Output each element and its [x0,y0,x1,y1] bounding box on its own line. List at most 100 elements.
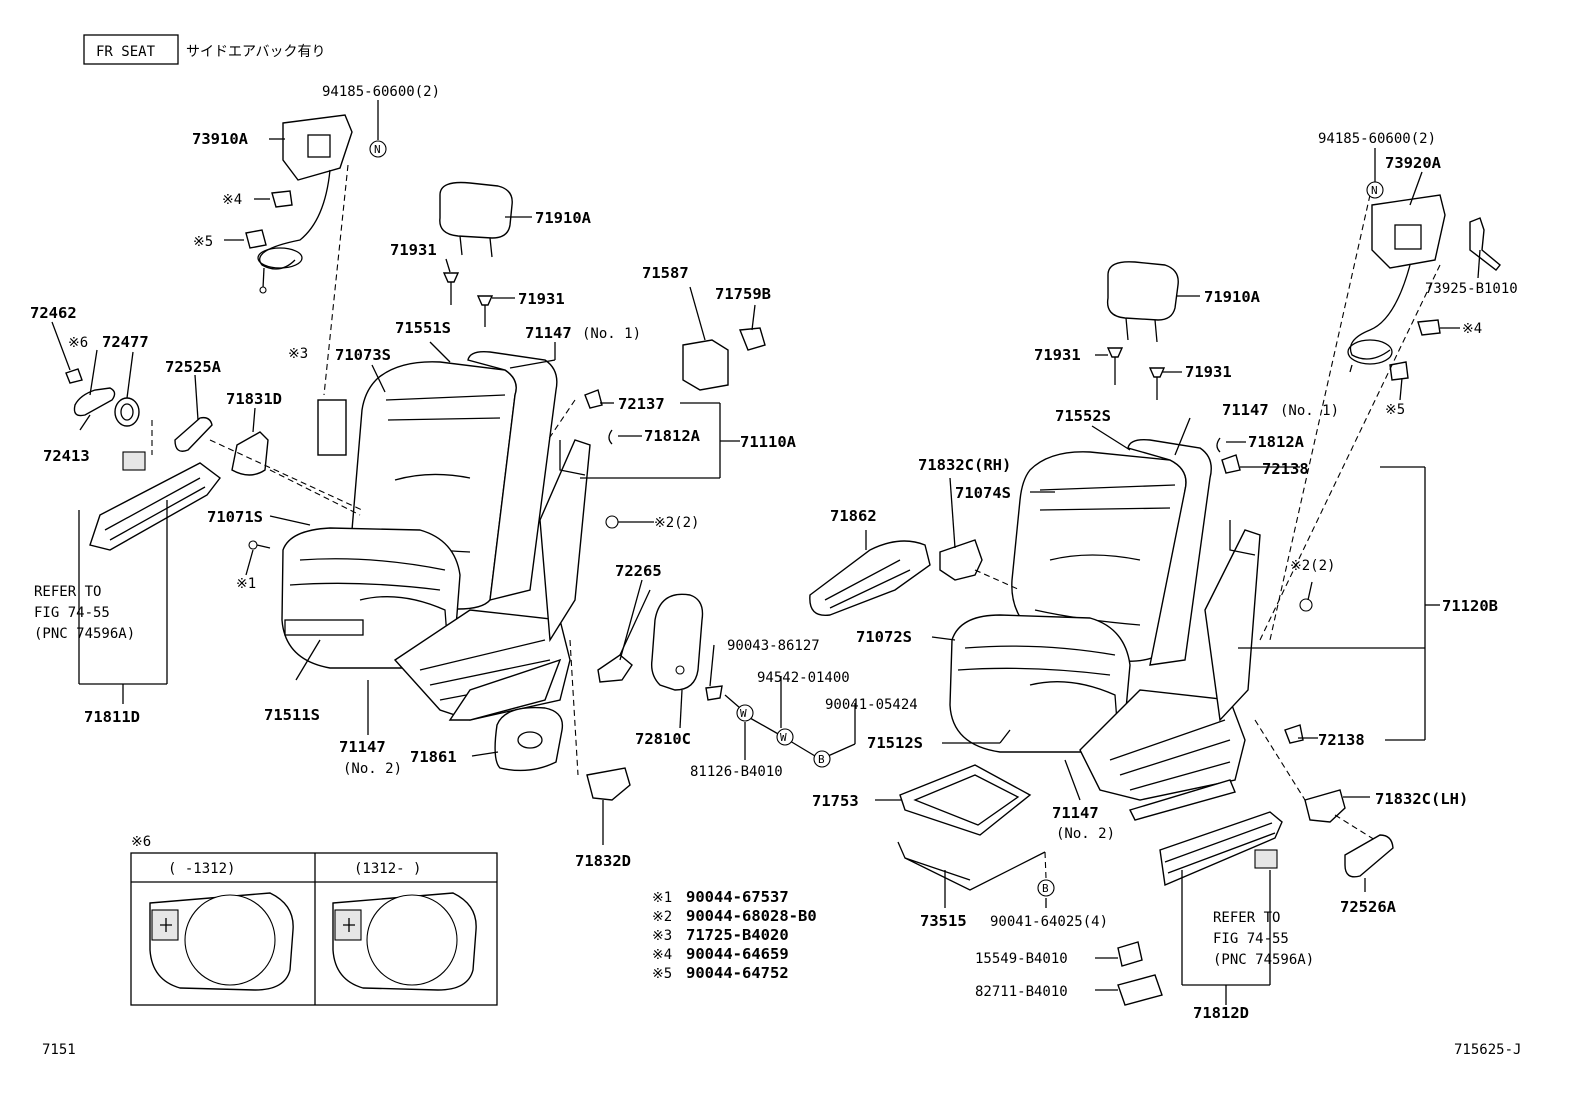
left-seat-graphics [65,114,766,801]
label-71910A-right: 71910A [1204,288,1261,306]
label-72137: 72137 [618,395,665,413]
mark-b-left [813,750,831,768]
label-71831D: 71831D [226,390,282,408]
headrest-right [1106,261,1179,321]
legend-part-1: 90044-67537 [686,888,789,906]
tray-71753 [899,764,1032,836]
footer-right-code: 715625-J [1454,1042,1521,1058]
label-72138-right-a: 72138 [1262,460,1309,478]
footer-left-code: 7151 [42,1042,76,1058]
footer: 7151 715625-J [42,1042,1521,1058]
label-71552S: 71552S [1055,407,1111,425]
label-71931-right-a: 71931 [1034,346,1081,364]
label-71074S: 71074S [955,484,1011,502]
legend-mark-1: ※1 [652,890,672,906]
right-seat-graphics [809,194,1501,1006]
label-refer1-right: REFER TO [1213,910,1280,926]
legend: ※1 90044-67537 ※2 90044-68028-B0 ※3 7172… [652,888,817,982]
label-71812D: 71812D [1193,1004,1249,1022]
header-box-label: FR SEAT [96,44,156,60]
legend-mark-5: ※5 [652,966,672,982]
part-71587 [682,339,729,391]
label-71753: 71753 [812,792,859,810]
label-90041-left: 90041-05424 [825,697,918,713]
label-refer2-right: FIG 74-55 [1213,931,1289,947]
label-71812A-right: 71812A [1248,433,1305,451]
label-72526A: 72526A [1340,898,1397,916]
label-m6-left: ※6 [68,335,88,351]
label-72525A: 72525A [165,358,222,376]
label-71110A: 71110A [740,433,797,451]
label-m2-left: ※2(2) [654,515,699,531]
label-94185-left: 94185-60600(2) [322,84,440,100]
knob-72526A [1344,834,1394,878]
label-m5-right: ※5 [1385,402,1405,418]
label-73920A: 73920A [1385,154,1442,172]
seat-frame-right [1079,689,1246,801]
label-refer2-left: FIG 74-55 [34,605,110,621]
cover-72810C [650,593,704,691]
headrest-left [439,181,513,239]
label-refer3-left: (PNC 74596A) [34,626,135,642]
legend-mark-3: ※3 [652,928,672,944]
label-m4-left: ※4 [222,192,242,208]
label-m1-left: ※1 [236,576,256,592]
label-94185-right: 94185-60600(2) [1318,131,1436,147]
label-71072S: 71072S [856,628,912,646]
bracket-71832C-rh [939,539,983,581]
label-refer1-left: REFER TO [34,584,101,600]
label-73925: 73925-B1010 [1425,281,1518,297]
label-71862: 71862 [830,507,877,525]
side-cover-right [1159,811,1283,887]
label-m2-right: ※2(2) [1290,558,1335,574]
label-73910A: 73910A [192,130,249,148]
label-94542: 94542-01400 [757,670,850,686]
part-71861 [494,706,564,772]
label-71147-no1-right: 71147 [1222,401,1269,419]
mark-b-right [1037,879,1055,897]
label-no2-right: (No. 2) [1056,826,1115,842]
label-71071S: 71071S [207,508,263,526]
label-72462: 72462 [30,304,77,322]
header-box [83,34,179,65]
part-72265 [597,654,633,683]
label-71812A-left: 71812A [644,427,701,445]
airbag-module-right [1371,194,1446,269]
legend-part-3: 71725-B4020 [686,926,789,944]
inset-col1-label: ( -1312) [168,861,235,877]
bracket-71832C-lh [1304,789,1346,823]
label-72810C: 72810C [635,730,691,748]
label-71120B: 71120B [1442,597,1498,615]
label-71861: 71861 [410,748,457,766]
label-71511S: 71511S [264,706,320,724]
inset-col2-label: (1312- ) [354,861,421,877]
mark-n-left [369,140,387,158]
airbag-module-left [282,114,353,181]
label-72477: 72477 [102,333,149,351]
label-71931-right-b: 71931 [1185,363,1232,381]
label-71551S: 71551S [395,319,451,337]
label-m3-left: ※3 [288,346,308,362]
leader-lines [51,100,1481,1005]
label-72265: 72265 [615,562,662,580]
backrest-right [1011,451,1187,662]
legend-part-5: 90044-64752 [686,964,789,982]
right-seat-labels: 94185-60600(2) 73920A 73925-B1010 71910A… [812,131,1518,1022]
legend-mark-4: ※4 [652,947,672,963]
label-refer3-right: (PNC 74596A) [1213,952,1314,968]
header-subtitle: サイドエアバック有り [186,44,325,60]
mark-w-left-2-label: W [780,731,787,744]
label-71759B: 71759B [715,285,771,303]
label-73515: 73515 [920,912,967,930]
mark-n-left-label: N [374,143,381,156]
armrest-71862 [809,540,931,617]
label-90041-right: 90041-64025(4) [990,914,1108,930]
mark-w-left-2 [776,728,794,746]
label-71512S: 71512S [867,734,923,752]
bracket-71832D [586,767,631,801]
label-71147-no2-right: 71147 [1052,804,1099,822]
inset-title: ※6 [131,834,151,850]
legend-mark-2: ※2 [652,909,672,925]
left-seat-labels: 94185-60600(2) 73910A ※4 ※5 71910A 71931… [30,84,918,870]
